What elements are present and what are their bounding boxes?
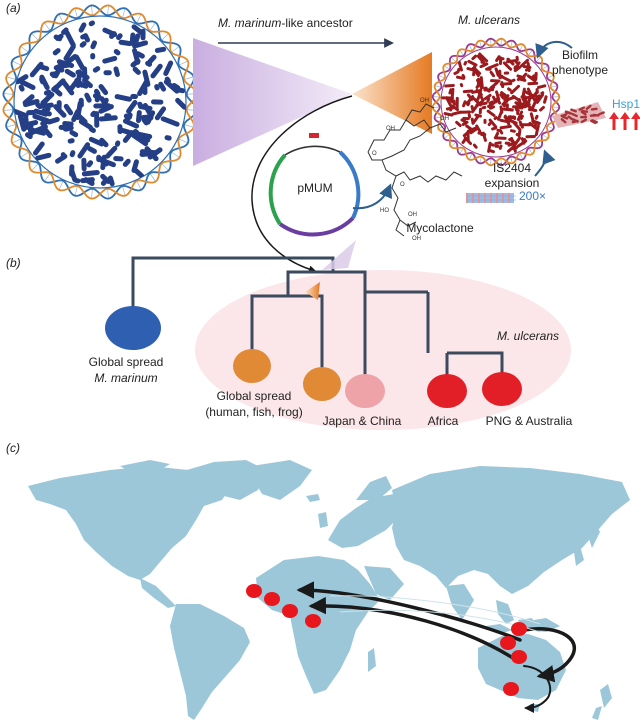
leaf-label-marinum-line1: Global spread bbox=[89, 355, 164, 369]
leaf-japan-china bbox=[345, 374, 385, 408]
dispersal-arrows bbox=[296, 581, 576, 713]
site-cameroon bbox=[282, 604, 298, 618]
site-northern-australia bbox=[500, 636, 516, 650]
ancestor-gradient-cone bbox=[193, 38, 352, 166]
leaf-label-global-line2: (human, fish, frog) bbox=[205, 405, 302, 419]
mycolactone-label: Mycolactone bbox=[406, 221, 474, 235]
site-victoria bbox=[503, 682, 519, 696]
pmum-plasmid: pMUM bbox=[268, 133, 361, 237]
svg-text:HO: HO bbox=[380, 208, 389, 214]
leaf-png-australia bbox=[482, 372, 522, 406]
svg-text:OH: OH bbox=[408, 212, 417, 218]
site-queensland bbox=[511, 650, 527, 664]
is2404-label-line2: expansion bbox=[485, 176, 540, 190]
ulcerans-gradient-cone bbox=[352, 52, 432, 134]
svg-text:OH: OH bbox=[412, 236, 421, 242]
leaf-africa bbox=[427, 374, 467, 408]
leaf-marinum bbox=[105, 306, 161, 350]
is2404-count: 200× bbox=[519, 189, 546, 203]
upregulation-arrows bbox=[609, 112, 640, 130]
ulcerans-rods bbox=[441, 52, 548, 154]
biofilm-icon bbox=[552, 102, 606, 128]
leaf-global-human-fish-frog bbox=[233, 349, 271, 383]
site-ivory-coast bbox=[246, 584, 262, 598]
plasmid-name: pMUM bbox=[297, 181, 332, 195]
site-png bbox=[511, 622, 527, 636]
tree-node-orange-cone bbox=[305, 282, 320, 300]
plasmid-to-toxin-arrow bbox=[352, 183, 393, 210]
panel-c-label: (c) bbox=[6, 441, 20, 455]
svg-text:OH: OH bbox=[440, 116, 449, 122]
is2404-label-line1: IS2404 bbox=[493, 161, 531, 175]
tree-node-purple-cone bbox=[322, 240, 356, 270]
leaf-label-png-australia: PNG & Australia bbox=[486, 414, 573, 428]
svg-text:OH: OH bbox=[386, 126, 395, 132]
ancestor-dna-helix bbox=[2, 4, 198, 200]
svg-text:OH: OH bbox=[420, 98, 429, 104]
biofilm-label-line2: phenotype bbox=[552, 63, 608, 77]
panel-a-label: (a) bbox=[6, 1, 21, 15]
leaf-label-japan-china: Japan & China bbox=[323, 414, 402, 428]
sites bbox=[246, 584, 527, 696]
ulcerans-title: M. ulcerans bbox=[458, 13, 520, 27]
arrow-png-to-west-africa bbox=[296, 581, 522, 642]
is2404-arrow bbox=[534, 149, 556, 177]
world-map bbox=[28, 460, 630, 720]
is2404-element-stack bbox=[466, 193, 516, 203]
leaf-label-marinum-line2: M. marinum bbox=[94, 371, 157, 385]
leaf-label-africa: Africa bbox=[428, 414, 459, 428]
leaf-label-global-line1: Global spread bbox=[217, 389, 292, 403]
ulcerans-clade-ellipse bbox=[195, 270, 571, 430]
site-congo bbox=[305, 614, 321, 628]
arrow-victoria-loop bbox=[523, 665, 552, 713]
svg-text:O: O bbox=[372, 151, 377, 157]
biofilm-arrow bbox=[535, 40, 573, 59]
ancestor-rods bbox=[14, 20, 186, 187]
mycolactone-structure: OH OH OH O O HO OH OH bbox=[367, 98, 463, 242]
ancestor-title: M. marinum-like ancestor bbox=[218, 16, 353, 30]
ulcerans-dna-helix bbox=[431, 37, 561, 167]
hsp18-label: Hsp18 bbox=[612, 97, 640, 111]
arrow-queensland-loop bbox=[522, 627, 576, 683]
svg-text:O: O bbox=[400, 182, 405, 188]
biofilm-label-line1: Biofilm bbox=[562, 48, 598, 62]
arrow-australia-to-central-africa bbox=[308, 596, 518, 662]
site-ghana bbox=[264, 592, 280, 606]
ancestor-cell bbox=[2, 4, 198, 200]
panel-b-label: (b) bbox=[6, 256, 21, 270]
leaf-global-human-fish-frog-2 bbox=[303, 367, 341, 401]
ulcerans-clade-label: M. ulcerans bbox=[497, 329, 559, 343]
ulcerans-cell bbox=[431, 37, 561, 167]
